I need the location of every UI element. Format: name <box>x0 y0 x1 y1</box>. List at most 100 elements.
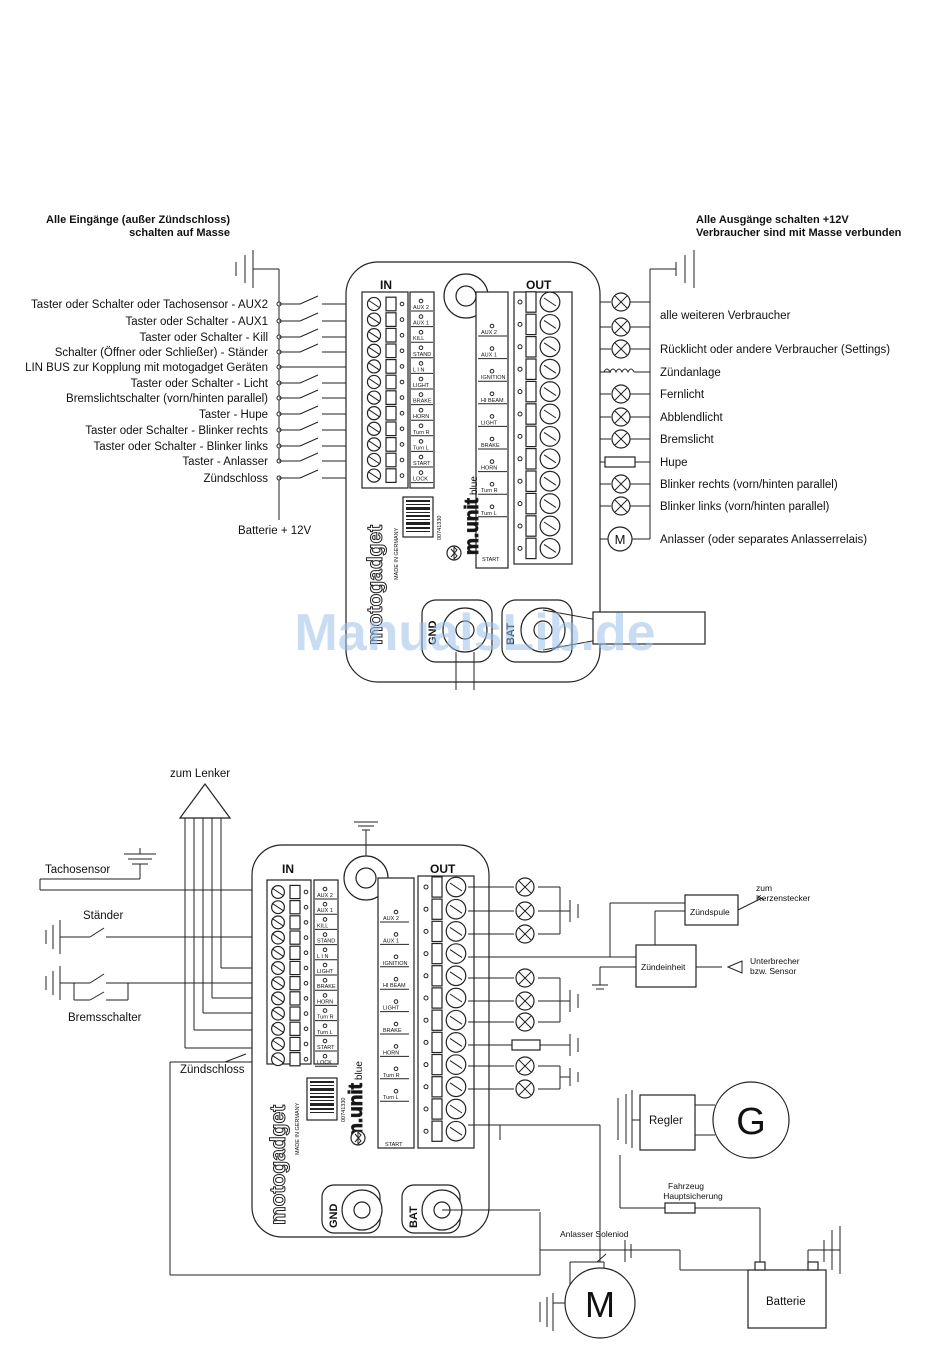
ignition-coil <box>684 894 739 926</box>
generator <box>712 1081 790 1159</box>
motor-letter: M <box>615 532 626 547</box>
handlebar-label: zum Lenker <box>170 768 230 780</box>
in-terminal-label: BRAKE <box>413 399 432 405</box>
ignition-coil-symbol <box>603 368 635 374</box>
out-terminal-label: BRAKE <box>383 1028 402 1034</box>
serial-number: 00741330 <box>437 516 443 540</box>
watermark: ManualsLib.de <box>294 604 655 662</box>
status-led <box>322 901 328 907</box>
output-label: alle weiteren Verbraucher <box>660 310 791 322</box>
switch-symbol <box>299 437 319 447</box>
handlebar-connector <box>178 782 232 819</box>
input-label: LIN BUS zur Kopplung mit motogadget Gerä… <box>25 362 268 374</box>
diagram-2: zum Lenker Tachosensor Ständer <box>39 768 841 1339</box>
in-terminal-label: AUX 1 <box>413 321 429 327</box>
status-led <box>322 977 328 983</box>
status-led <box>393 954 399 960</box>
input-label-list: Taster oder Schalter oder Tachosensor - … <box>25 295 364 485</box>
output-wiring <box>442 886 841 1331</box>
serial-number-2: 00741330 <box>341 1098 347 1122</box>
in-terminal-label: KILL <box>317 923 328 929</box>
out-terminal-label: HI BEAM <box>481 398 504 404</box>
diagram-1: Alle Eingänge (außer Zündschloss) schalt… <box>25 214 902 690</box>
status-led <box>393 932 399 937</box>
brake-switch-label: Bremsschalter <box>68 1012 142 1024</box>
in-terminal-label: AUX 2 <box>413 305 429 311</box>
start-terminal-label: START <box>482 557 500 563</box>
status-led <box>489 481 495 487</box>
input-label: Bremslichtschalter (vorn/hinten parallel… <box>66 393 268 405</box>
battery-label: Batterie <box>766 1296 806 1308</box>
out-label: OUT <box>526 278 552 292</box>
output-label: Fernlicht <box>660 389 705 401</box>
status-led <box>393 1021 399 1027</box>
out-terminal-label: Turn R <box>481 488 498 494</box>
speed-sensor <box>39 848 265 891</box>
status-led <box>489 346 495 351</box>
main-fuse <box>664 1202 696 1214</box>
output-label: Zündanlage <box>660 367 721 379</box>
breaker-label-line2: bzw. Sensor <box>750 966 796 976</box>
in-terminal-label: L I N <box>317 954 328 960</box>
ignition-unit <box>635 944 697 988</box>
inputs-header-line1: Alle Eingänge (außer Zündschloss) <box>46 214 230 226</box>
status-led <box>489 414 495 419</box>
status-led <box>489 436 495 442</box>
status-led <box>322 993 328 998</box>
made-in-germany: MADE IN GERMANY <box>394 527 400 580</box>
model-suffix-2: blue <box>354 1061 365 1080</box>
out-terminal-label: Turn L <box>383 1095 399 1101</box>
status-led <box>418 470 424 475</box>
switch-symbol <box>299 452 319 462</box>
in-terminal-label: STAND <box>317 939 335 945</box>
input-label: Taster oder Schalter oder Tachosensor - … <box>31 299 268 311</box>
input-label: Taster - Hupe <box>199 409 268 421</box>
status-led <box>418 345 424 351</box>
in-terminal-label: LIGHT <box>413 383 430 389</box>
status-led <box>489 504 495 510</box>
battery <box>747 1269 827 1329</box>
brand-logo: motogadget <box>364 525 387 645</box>
in-terminal-label: LOCK <box>413 477 428 483</box>
output-label: Abblendlicht <box>660 412 723 424</box>
switch-symbol <box>299 374 319 384</box>
status-led <box>489 391 495 397</box>
out-terminal-label: IGNITION <box>481 375 505 381</box>
output-label: Bremslicht <box>660 434 714 446</box>
in-terminal-label: HORN <box>413 414 429 420</box>
status-led <box>393 999 399 1004</box>
switch-symbol <box>299 312 319 322</box>
status-led <box>418 298 424 304</box>
in-terminal-label: LOCK <box>317 1060 332 1066</box>
in-terminal-label: BRAKE <box>317 984 336 990</box>
in-terminal-label: STAND <box>413 352 431 358</box>
out-terminal-label: HORN <box>383 1050 399 1056</box>
input-label: Taster oder Schalter - Licht <box>131 378 269 390</box>
status-led <box>418 329 424 335</box>
model-name-2: m.unit <box>346 1082 367 1140</box>
ignition-lock <box>169 1053 541 1276</box>
status-led <box>393 1044 399 1049</box>
ignition-lock-label: Zündschloss <box>180 1064 245 1076</box>
made-in-germany-2: MADE IN GERMANY <box>295 1102 301 1155</box>
spark-plug-label-line2: Kerzenstecker <box>756 893 810 903</box>
in-label: IN <box>380 278 392 292</box>
in-terminal-label: AUX 2 <box>317 893 333 899</box>
switch-symbol <box>299 389 319 399</box>
status-led <box>418 454 424 460</box>
out-terminal-label: AUX 2 <box>481 330 497 336</box>
starter-solenoid-label: Anlasser Soleniod <box>560 1229 629 1239</box>
in-terminal-label: Turn R <box>317 1015 334 1021</box>
status-led <box>322 1008 328 1013</box>
status-led <box>418 376 424 382</box>
bat-label-2: BAT <box>408 1206 420 1228</box>
input-label: Taster oder Schalter - Kill <box>140 332 268 344</box>
input-label: Taster - Anlasser <box>182 456 268 468</box>
generator-symbol: G <box>736 1101 766 1143</box>
starter-motor-symbol: M <box>585 1284 615 1325</box>
status-led <box>418 314 424 319</box>
